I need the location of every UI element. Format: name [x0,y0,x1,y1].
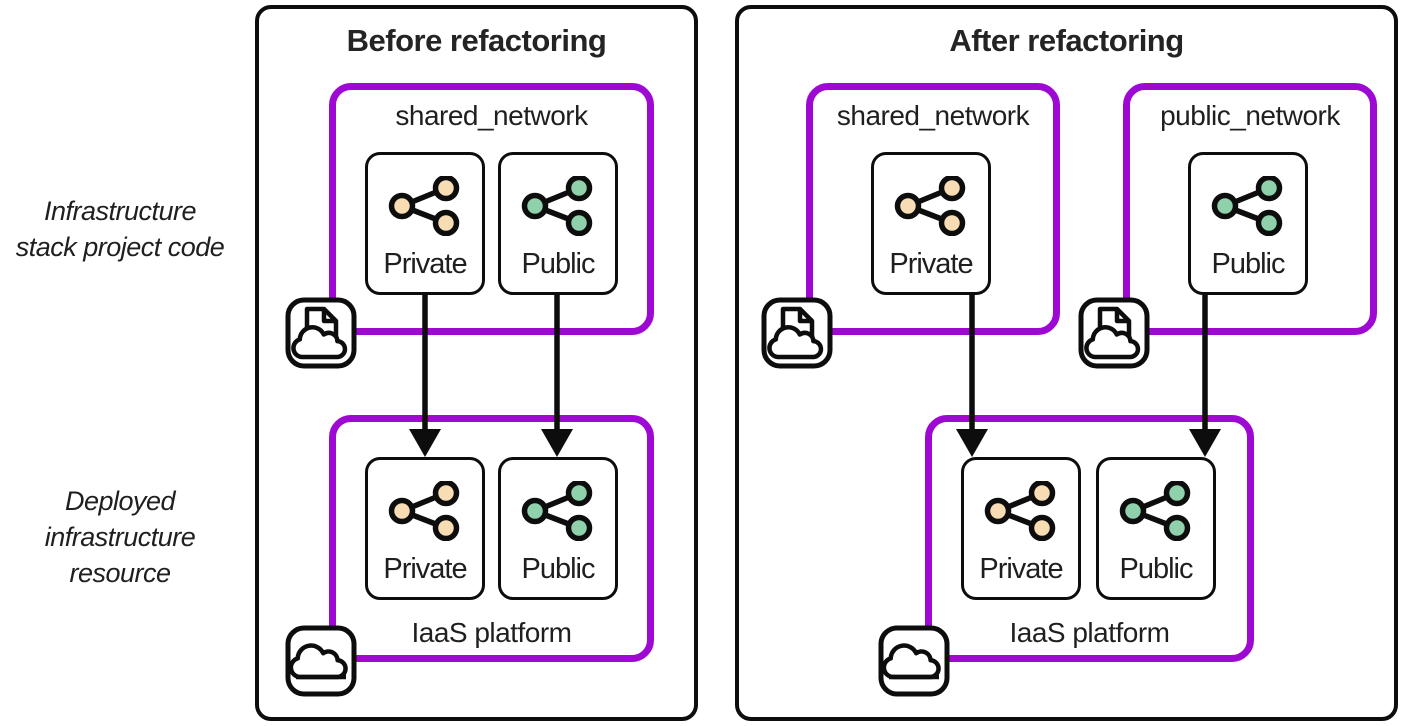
panel-before-refactoring: Before refactoring shared_network Privat… [255,5,698,721]
platform-name: IaaS platform [411,617,572,648]
stack-name: shared_network [836,100,1030,131]
stack-name: public_network [1160,100,1340,131]
platform-name: IaaS platform [1009,617,1170,648]
share-network-icon [1119,481,1191,541]
node-deployed-public: Public [498,457,618,600]
node-code-private: Private [871,152,991,295]
panel-title: Before refactoring [346,23,607,58]
node-label: Public [1211,248,1286,280]
row-label-line: infrastructure [44,522,196,552]
share-network-icon [984,481,1056,541]
node-label: Private [979,553,1063,585]
code-file-cloud-icon [1078,297,1150,369]
row-label-line: Infrastructure [43,196,197,226]
share-network-icon [388,176,460,236]
share-network-icon [1211,176,1283,236]
stack-name: shared_network [395,100,588,131]
row-label-line: Deployed [64,486,176,516]
node-label: Public [1119,553,1194,585]
node-label: Public [521,248,596,280]
row-label-line: resource [69,558,171,588]
node-code-public: Public [498,152,618,295]
share-network-icon [388,481,460,541]
node-label: Public [521,553,596,585]
node-code-public: Public [1188,152,1308,295]
code-file-cloud-icon [761,297,833,369]
row-label-line: stack project code [15,232,225,262]
node-label: Private [383,553,467,585]
node-label: Private [889,248,973,280]
share-network-icon [894,176,966,236]
cloud-icon [285,625,357,697]
row-label-stack-code: Infrastructure stack project code [0,193,240,265]
node-label: Private [383,248,467,280]
panel-after-refactoring: After refactoring shared_network Private… [735,5,1398,721]
share-network-icon [521,176,593,236]
node-deployed-private: Private [365,457,485,600]
panel-title: After refactoring [949,23,1184,58]
code-file-cloud-icon [285,297,357,369]
node-code-private: Private [365,152,485,295]
node-deployed-private: Private [961,457,1081,600]
row-label-deployed-resource: Deployed infrastructure resource [0,483,240,591]
share-network-icon [521,481,593,541]
cloud-icon [878,625,950,697]
node-deployed-public: Public [1096,457,1216,600]
